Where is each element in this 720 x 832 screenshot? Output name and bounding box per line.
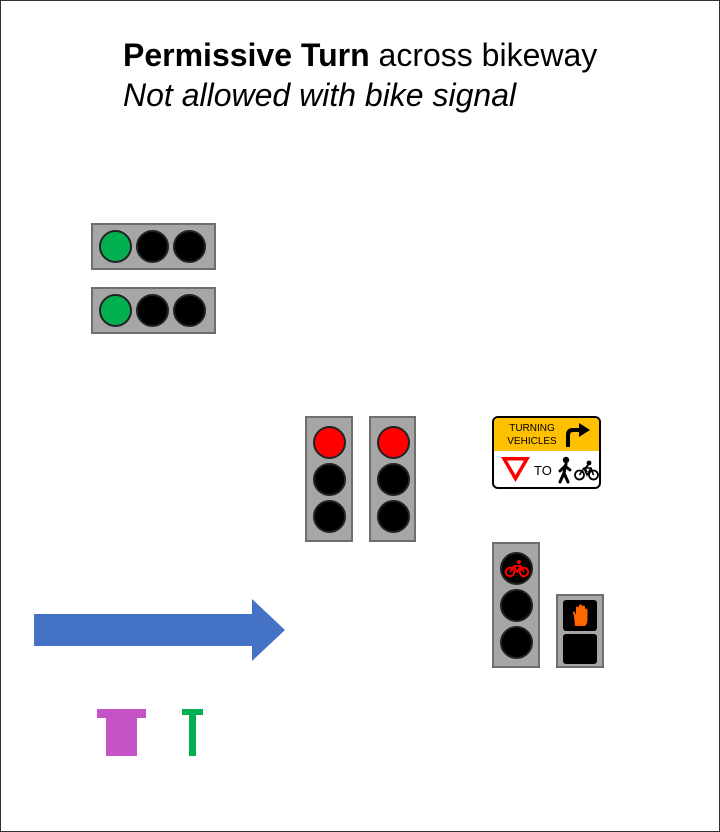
sign-to-label: TO xyxy=(534,463,552,478)
off-lamp xyxy=(313,463,346,496)
narrow-post-marker-icon xyxy=(182,709,203,756)
title-bold: Permissive Turn xyxy=(123,37,370,73)
off-lamp xyxy=(500,589,533,622)
right-arrow-icon xyxy=(34,599,285,661)
turn-vehicle-signal-right xyxy=(369,416,416,542)
green-lamp xyxy=(99,294,132,327)
off-lamp xyxy=(173,230,206,263)
pedestrian-icon xyxy=(558,456,572,484)
off-lamp xyxy=(173,294,206,327)
bicycle-icon xyxy=(574,460,599,481)
red-bicycle-lamp xyxy=(500,552,533,585)
through-vehicle-signal-lower xyxy=(91,287,216,334)
dont-walk-panel xyxy=(563,600,597,631)
yield-triangle-icon xyxy=(501,457,530,482)
subtitle: Not allowed with bike signal xyxy=(123,77,517,113)
right-turn-arrow-icon xyxy=(566,423,590,447)
title: Permissive Turn across bikeway xyxy=(123,36,597,74)
off-lamp xyxy=(377,463,410,496)
off-lamp xyxy=(136,230,169,263)
pedestrian-signal xyxy=(556,594,604,668)
through-vehicle-signal-upper xyxy=(91,223,216,270)
off-lamp xyxy=(136,294,169,327)
bike-signal xyxy=(492,542,540,668)
red-lamp xyxy=(377,426,410,459)
green-lamp xyxy=(99,230,132,263)
raised-hand-icon xyxy=(573,604,588,626)
turn-vehicle-signal-left xyxy=(305,416,353,542)
turning-vehicles-yield-sign: TURNING VEHICLES TO xyxy=(492,416,601,489)
off-lamp xyxy=(313,500,346,533)
wide-post-marker-icon xyxy=(97,709,146,756)
red-bicycle-icon xyxy=(504,560,530,578)
red-lamp xyxy=(313,426,346,459)
sign-line2: VEHICLES xyxy=(507,436,557,447)
off-lamp xyxy=(377,500,410,533)
off-lamp xyxy=(500,626,533,659)
walk-panel-off xyxy=(563,634,597,664)
title-rest: across bikeway xyxy=(369,37,598,73)
sign-line1: TURNING xyxy=(509,423,555,434)
